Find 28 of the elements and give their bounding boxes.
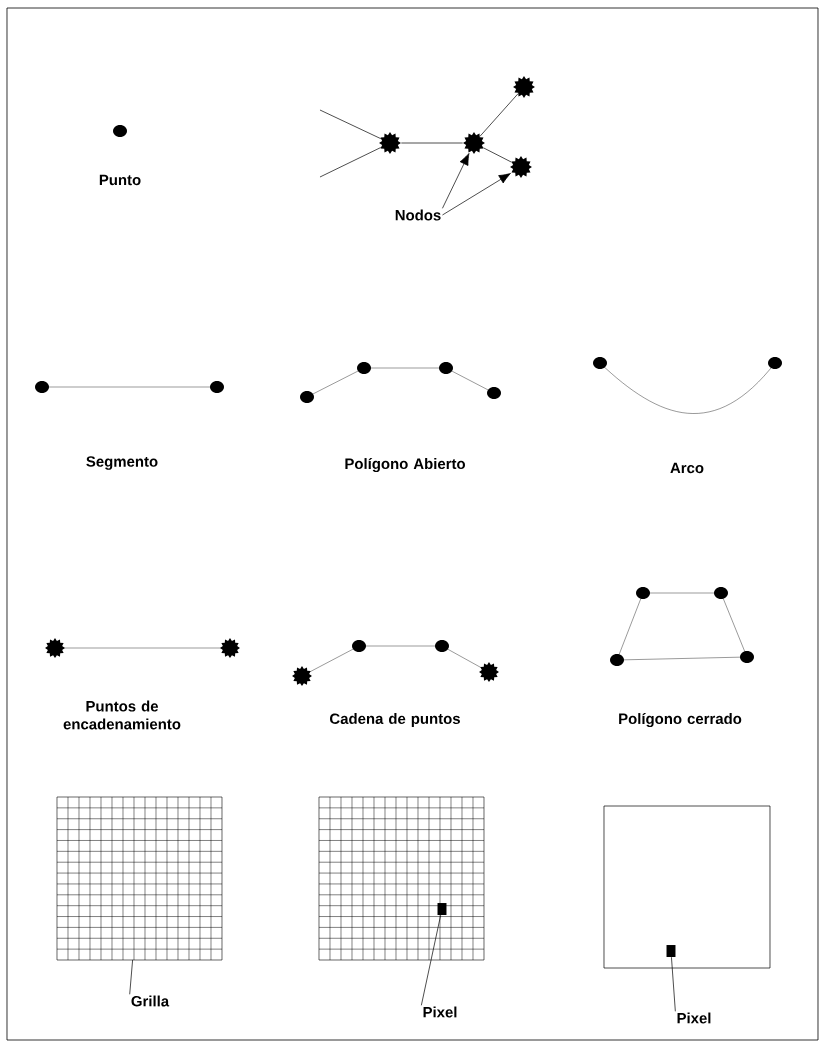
- leader-line: [129, 959, 133, 995]
- node-label: Pixel: [423, 1006, 457, 1018]
- caption-label: Arco: [670, 462, 704, 474]
- pixel-square: [437, 903, 447, 915]
- caption-label: Puntos de encadenamiento: [63, 700, 181, 730]
- caption-label: Punto: [99, 174, 141, 186]
- connector-line: [400, 142, 464, 144]
- node-star: [513, 76, 535, 98]
- caption-label: Segmento: [86, 456, 158, 470]
- node-star: [463, 132, 485, 154]
- leader-line: [421, 914, 442, 1006]
- arrow: [442, 153, 470, 209]
- node-star: [510, 156, 532, 178]
- arrow: [442, 173, 511, 216]
- caption-label: Polígono cerrado: [619, 712, 742, 728]
- grid-drawing: [56, 796, 223, 961]
- caption-label: Polígono Abierto: [345, 457, 465, 473]
- node-label: Grilla: [131, 995, 170, 1007]
- node-label: Nodos: [395, 209, 441, 221]
- caption-label: Cadena de puntos: [330, 713, 460, 727]
- connector-line: [483, 147, 512, 163]
- connector-line: [319, 147, 382, 178]
- connector-line: [479, 93, 519, 137]
- node-star: [379, 132, 401, 154]
- node-label: Pixel: [677, 1012, 711, 1024]
- leader-line: [671, 956, 676, 1012]
- connector-line: [319, 109, 382, 140]
- pixel-square: [666, 945, 676, 957]
